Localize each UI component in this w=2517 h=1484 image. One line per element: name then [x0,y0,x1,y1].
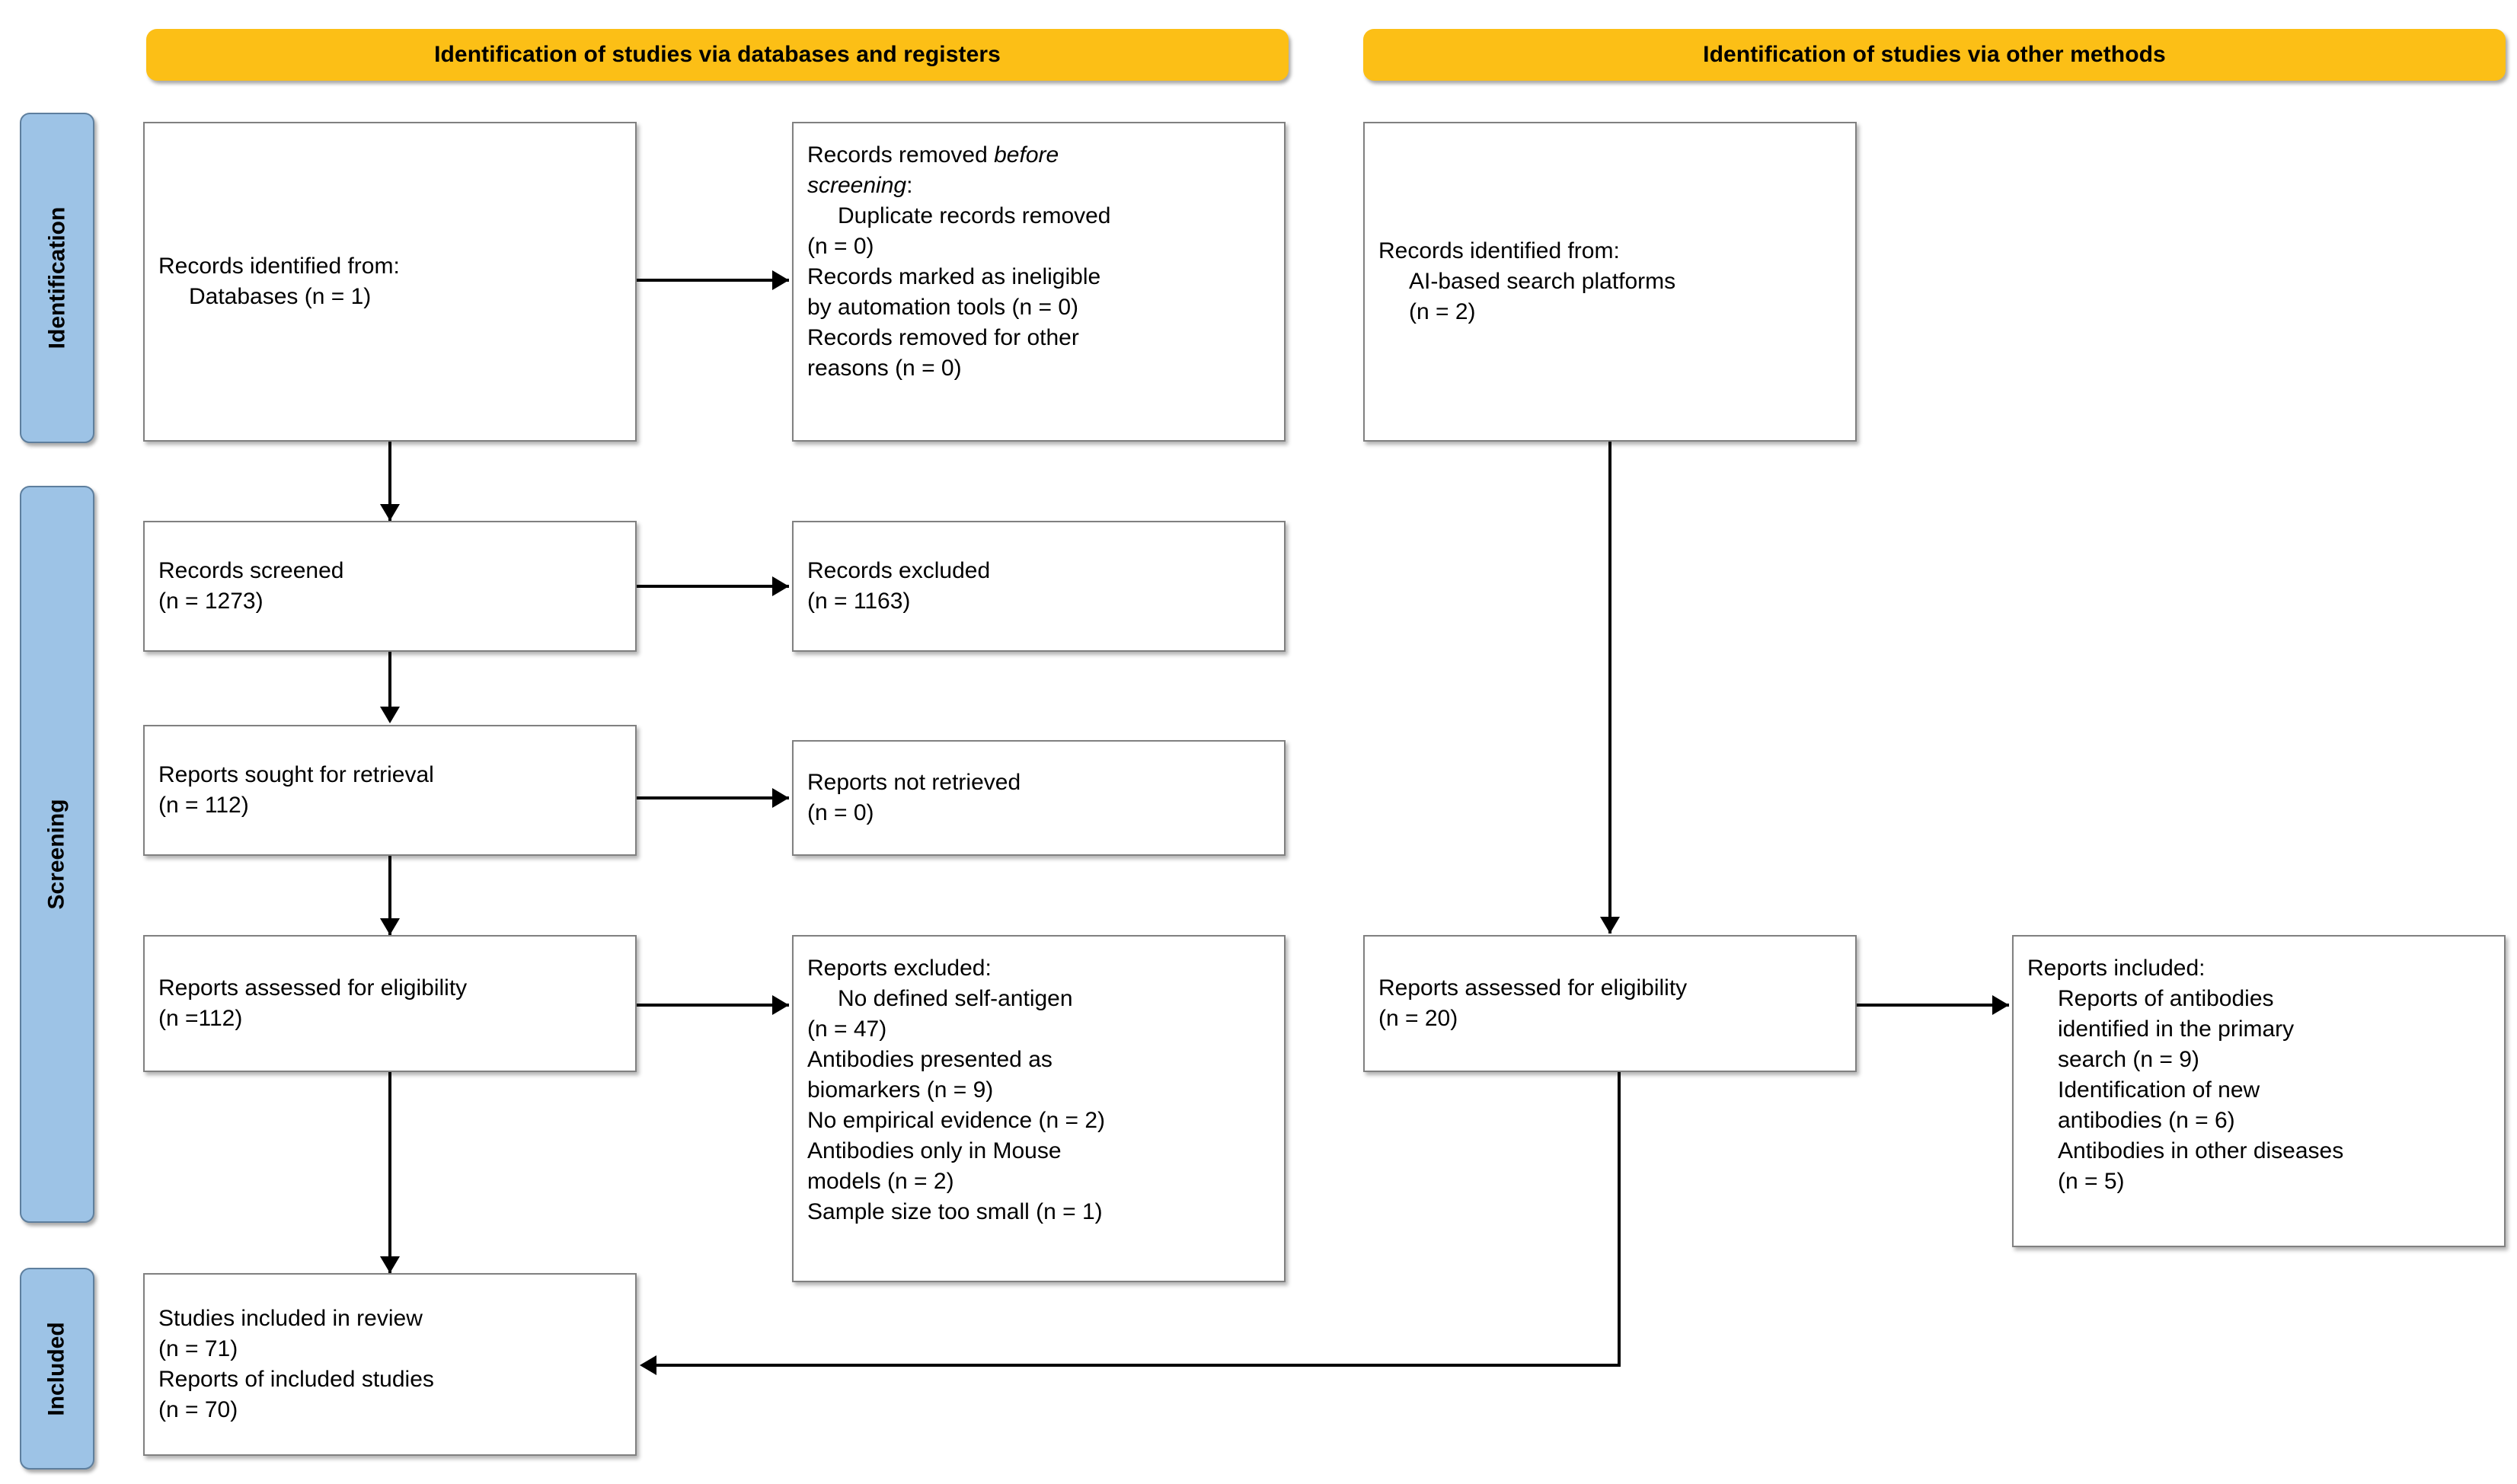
reports-sought-line1: Reports sought for retrieval [158,762,434,787]
stage-label-identification: Identification [20,113,94,443]
arrowhead-assessed-to-studies-included [380,1256,400,1273]
records-identified-databases-line1: Records identified from: [158,254,400,279]
records-removed-line2-a: screening [807,173,907,198]
records-removed-line6: by automation tools (n = 0) [807,295,1079,320]
records-removed-line2-b: : [906,173,913,198]
records-removed-line1: Records removed before [807,140,1270,171]
reports-included-line1: Reports included: [2027,956,2206,981]
records-removed-line2: screening: [807,171,1270,201]
connector-sought-to-not-retrieved [637,796,789,799]
arrowhead-screened-to-excluded [772,576,789,596]
box-records-identified-databases: Records identified from: Databases (n = … [143,122,637,442]
reports-included-line7: Antibodies in other diseases [2058,1138,2344,1163]
reports-sought-line2: (n = 112) [158,793,249,818]
reports-assessed-right-line1: Reports assessed for eligibility [1378,975,1688,1001]
reports-excluded-line4: Antibodies presented as [807,1047,1052,1072]
studies-included-line1: Studies included in review [158,1306,423,1331]
records-removed-line7: Records removed for other [807,325,1079,350]
studies-included-line3: Reports of included studies [158,1367,434,1392]
records-removed-line8: reasons (n = 0) [807,356,962,381]
reports-not-retrieved-line2: (n = 0) [807,800,874,825]
reports-assessed-right-line2: (n = 20) [1378,1006,1458,1031]
connector-screened-to-excluded [637,585,789,588]
banner-databases-registers-label: Identification of studies via databases … [434,42,1001,67]
records-identified-other-line1: Records identified from: [1378,238,1620,263]
box-reports-excluded: Reports excluded: No defined self-antige… [792,935,1286,1282]
reports-included-line2: Reports of antibodies [2058,986,2274,1011]
reports-assessed-left-line2: (n =112) [158,1006,243,1031]
arrowhead-identified-to-removed [772,270,789,290]
stage-label-included: Included [20,1268,94,1470]
box-reports-assessed-eligibility-right: Reports assessed for eligibility (n = 20… [1363,935,1857,1072]
connector-assessed-to-reports-excluded [637,1004,789,1007]
records-excluded-line1: Records excluded [807,558,991,583]
box-reports-included: Reports included: Reports of antibodies … [2012,935,2506,1247]
connector-sought-to-assessed [388,856,391,935]
records-screened-line1: Records screened [158,558,344,583]
stage-label-included-text: Included [44,1321,69,1416]
reports-included-line4: search (n = 9) [2058,1047,2199,1072]
reports-excluded-line6: No empirical evidence (n = 2) [807,1108,1106,1133]
reports-excluded-line2: No defined self-antigen [838,986,1073,1011]
reports-excluded-line3: (n = 47) [807,1016,887,1042]
connector-identified-to-removed [637,279,789,282]
box-records-identified-other-methods: Records identified from: AI-based search… [1363,122,1857,442]
reports-not-retrieved-line1: Reports not retrieved [807,770,1021,795]
records-identified-other-line2: AI-based search platforms [1409,269,1676,294]
reports-excluded-line9: Sample size too small (n = 1) [807,1199,1103,1224]
arrowhead-right-to-studies-included [640,1355,656,1375]
records-removed-line3: Duplicate records removed [838,203,1111,228]
records-removed-line5: Records marked as ineligible [807,264,1101,289]
records-identified-databases-line2: Databases (n = 1) [189,284,372,309]
reports-excluded-line1: Reports excluded: [807,956,992,981]
reports-assessed-left-line1: Reports assessed for eligibility [158,975,468,1001]
box-reports-not-retrieved: Reports not retrieved (n = 0) [792,740,1286,856]
arrowhead-screened-to-sought [380,707,400,723]
studies-included-line2: (n = 71) [158,1336,238,1361]
records-screened-line2: (n = 1273) [158,589,264,614]
records-removed-line1-a: Records removed [807,142,995,168]
reports-excluded-line7: Antibodies only in Mouse [807,1138,1062,1163]
banner-databases-registers: Identification of studies via databases … [146,29,1289,81]
connector-assessed-to-studies-included [388,1072,391,1273]
arrowhead-other-to-assessed-right [1600,917,1620,933]
studies-included-line4: (n = 70) [158,1397,238,1422]
connector-assessed-right-left [656,1364,1621,1367]
arrowhead-sought-to-assessed [380,918,400,935]
connector-other-to-assessed-right [1608,442,1611,933]
records-excluded-line2: (n = 1163) [807,589,911,614]
banner-other-methods: Identification of studies via other meth… [1363,29,2506,81]
records-identified-other-line3: (n = 2) [1409,299,1476,324]
stage-label-screening: Screening [20,486,94,1223]
connector-identified-to-screened [388,442,391,521]
arrowhead-assessed-right-to-included [1992,995,2009,1015]
reports-excluded-line8: models (n = 2) [807,1169,954,1194]
box-records-removed-before-screening: Records removed before screening: Duplic… [792,122,1286,442]
arrowhead-sought-to-not-retrieved [772,788,789,808]
stage-label-identification-text: Identification [44,206,70,349]
reports-included-line5: Identification of new [2058,1077,2260,1103]
stage-label-screening-text: Screening [44,799,69,910]
arrowhead-assessed-to-reports-excluded [772,995,789,1015]
connector-assessed-right-down [1618,1072,1621,1365]
reports-included-line3: identified in the primary [2058,1016,2295,1042]
connector-assessed-right-to-included [1857,1004,2009,1007]
box-reports-sought-for-retrieval: Reports sought for retrieval (n = 112) [143,725,637,856]
box-records-excluded: Records excluded (n = 1163) [792,521,1286,652]
records-removed-line1-b: before [994,142,1059,168]
box-reports-assessed-eligibility-left: Reports assessed for eligibility (n =112… [143,935,637,1072]
box-studies-included-in-review: Studies included in review (n = 71) Repo… [143,1273,637,1456]
box-records-screened: Records screened (n = 1273) [143,521,637,652]
records-removed-line4: (n = 0) [807,234,874,259]
banner-other-methods-label: Identification of studies via other meth… [1703,42,2166,67]
reports-excluded-line5: biomarkers (n = 9) [807,1077,994,1103]
arrowhead-identified-to-screened [380,504,400,521]
connector-screened-to-sought [388,652,391,720]
reports-included-line6: antibodies (n = 6) [2058,1108,2235,1133]
reports-included-line8: (n = 5) [2058,1169,2125,1194]
